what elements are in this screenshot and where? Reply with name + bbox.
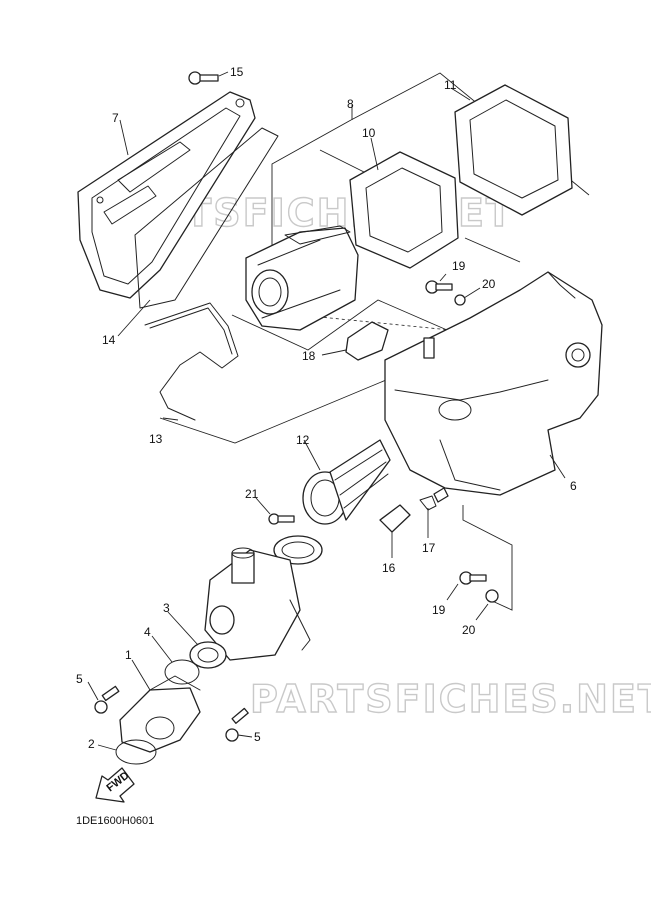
callout-15: 15 bbox=[230, 65, 244, 79]
drain-plug bbox=[379, 504, 411, 533]
callout-2: 2 bbox=[88, 737, 95, 751]
callout-17: 17 bbox=[422, 541, 436, 555]
joint-band-screw bbox=[268, 513, 323, 565]
callout-13: 13 bbox=[149, 432, 163, 446]
diagram-code: 1DE1600H0601 bbox=[76, 815, 154, 827]
callout-12: 12 bbox=[296, 433, 310, 447]
manifold-bolt-right bbox=[225, 707, 249, 742]
cover-screw bbox=[188, 71, 219, 85]
callout-8: 8 bbox=[347, 97, 354, 111]
case-pad bbox=[345, 321, 389, 361]
callout-20-lower: 20 bbox=[462, 623, 476, 637]
callout-19-upper: 19 bbox=[452, 259, 466, 273]
carburetor bbox=[204, 547, 311, 661]
callout-numbers: 15 7 8 10 11 14 13 18 19 20 12 6 21 16 1… bbox=[76, 65, 577, 751]
o-ring-upper bbox=[164, 659, 200, 685]
intake-manifold bbox=[119, 675, 201, 753]
callout-18: 18 bbox=[302, 349, 316, 363]
watermark-bottom: PARTSFICHES.NET bbox=[250, 677, 651, 721]
lower-bolt-and-collar bbox=[459, 571, 499, 603]
cover-seal bbox=[134, 127, 279, 309]
o-ring-lower bbox=[115, 739, 157, 765]
callout-3: 3 bbox=[163, 601, 170, 615]
callout-16: 16 bbox=[382, 561, 396, 575]
inner-filter-element bbox=[349, 151, 459, 269]
callout-20-upper: 20 bbox=[482, 277, 496, 291]
callout-14: 14 bbox=[102, 333, 116, 347]
leader-lines bbox=[87, 71, 566, 751]
air-filter-case bbox=[384, 271, 603, 496]
callout-21: 21 bbox=[245, 487, 259, 501]
callout-11: 11 bbox=[444, 78, 457, 92]
air-filter-element-assembly bbox=[245, 225, 359, 331]
callout-7: 7 bbox=[112, 111, 119, 125]
manifold-bolt-left bbox=[94, 685, 120, 714]
drain-clip bbox=[419, 487, 449, 511]
carburetor-gasket bbox=[189, 641, 227, 669]
upper-bolt-and-collar bbox=[425, 280, 466, 306]
forward-direction-arrow: FWD bbox=[95, 767, 135, 803]
callout-10: 10 bbox=[362, 126, 376, 140]
callout-5-right: 5 bbox=[254, 730, 261, 744]
intake-joint bbox=[302, 439, 391, 525]
air-box-cover bbox=[77, 91, 256, 299]
callout-5-left: 5 bbox=[76, 672, 83, 686]
outer-filter-element bbox=[454, 84, 573, 216]
callout-1: 1 bbox=[125, 648, 132, 662]
callout-4: 4 bbox=[144, 625, 151, 639]
callout-6: 6 bbox=[570, 479, 577, 493]
callout-19-lower: 19 bbox=[432, 603, 446, 617]
wire-clip bbox=[144, 302, 239, 421]
